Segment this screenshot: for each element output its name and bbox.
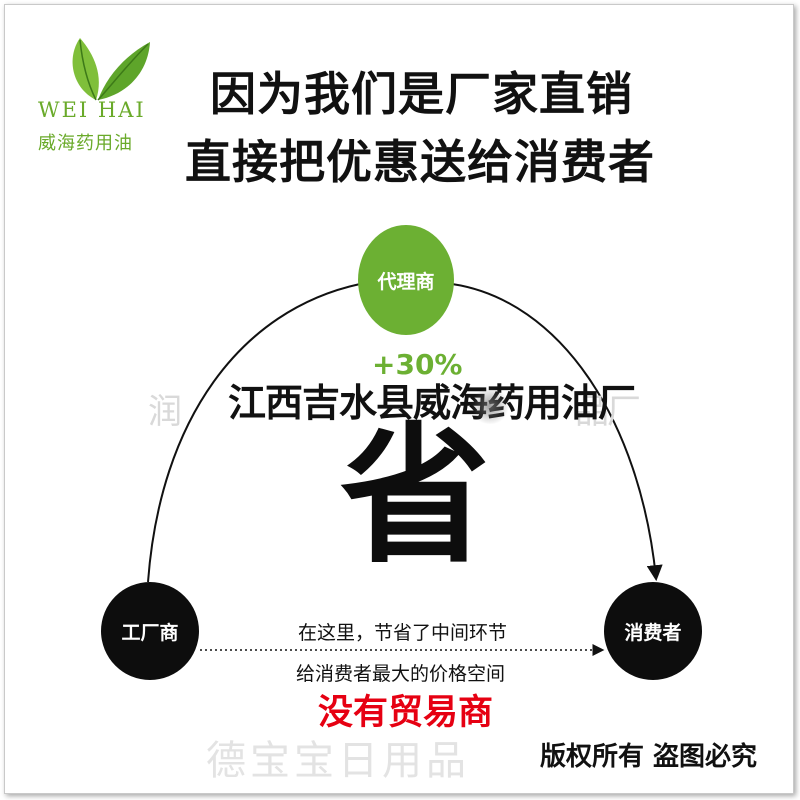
consumer-node: 消费者 <box>604 582 702 680</box>
factory-label: 工厂商 <box>121 621 179 644</box>
agent-markup-percent: +30% <box>372 348 463 381</box>
watermark-shop-name: 江西吉水县威海药用油厂 <box>228 381 636 425</box>
watermark-bottom-text: 德宝宝日用品 <box>206 738 470 784</box>
brand-name-en: WEI HAI <box>38 98 146 122</box>
leaf-icon <box>72 38 150 101</box>
brand-name-cn: 威海药用油 <box>38 133 133 154</box>
brand-logo: WEI HAI 威海药用油 <box>28 28 178 158</box>
headline-line-2: 直接把优惠送给消费者 <box>185 135 655 189</box>
arc-factory-to-agent <box>147 283 361 583</box>
image-frame <box>4 4 794 794</box>
save-note-line-2: 给消费者最大的价格空间 <box>296 663 506 685</box>
factory-node: 工厂商 <box>101 582 199 680</box>
watermark-smudge <box>470 388 510 424</box>
headline-line-1: 因为我们是厂家直销 <box>210 67 633 121</box>
watermark-left-fragment: 润 <box>148 392 182 432</box>
save-note-line-1: 在这里，节省了中间环节 <box>298 622 508 644</box>
copyright-notice: 版权所有 盗图必究 <box>540 742 758 772</box>
no-middleman-highlight: 没有贸易商 <box>318 693 494 733</box>
save-big-character: 省 <box>340 410 491 584</box>
agent-label: 代理商 <box>377 270 435 293</box>
arc-agent-to-consumer <box>451 283 663 582</box>
agent-node: 代理商 <box>358 225 454 335</box>
watermark-right-fragment: 品厂 <box>575 392 641 432</box>
consumer-label: 消费者 <box>624 621 682 644</box>
